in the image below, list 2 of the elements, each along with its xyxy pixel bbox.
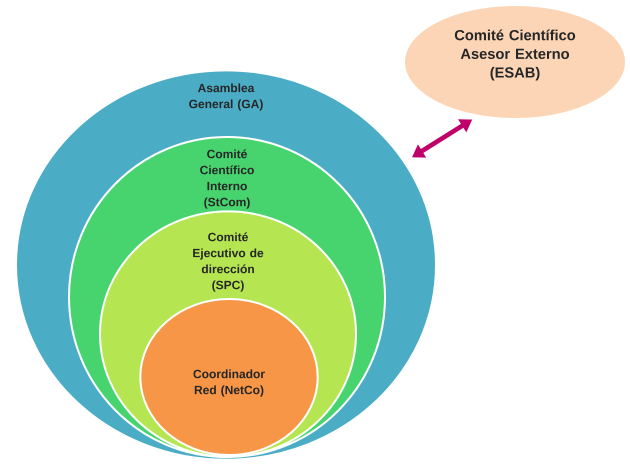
- circle-node: Coordinador Red (NetCo): [139, 298, 319, 456]
- ellipse-node: Comité Científico Asesor Externo (ESAB): [405, 6, 625, 118]
